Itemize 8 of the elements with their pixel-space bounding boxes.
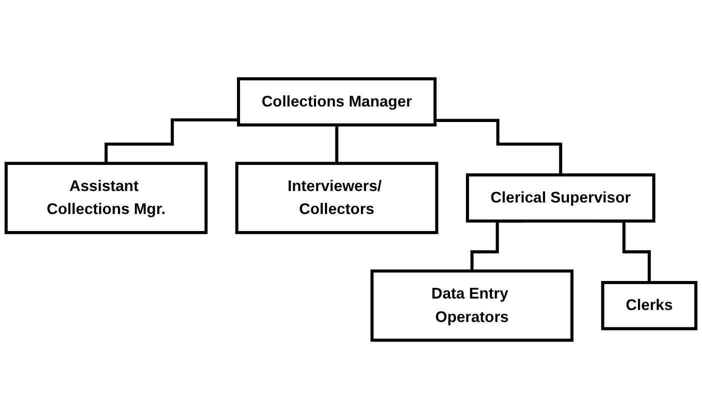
node-box: Clerks <box>601 281 698 330</box>
node-box: Assistant Collections Mgr. <box>4 162 208 234</box>
connector <box>104 118 238 165</box>
node-box: Interviewers/ Collectors <box>235 162 438 234</box>
connector <box>435 118 562 176</box>
node-box: Clerical Supervisor <box>466 173 656 223</box>
node-box: Data Entry Operators <box>370 269 574 342</box>
node-box: Collections Manager <box>236 77 437 126</box>
